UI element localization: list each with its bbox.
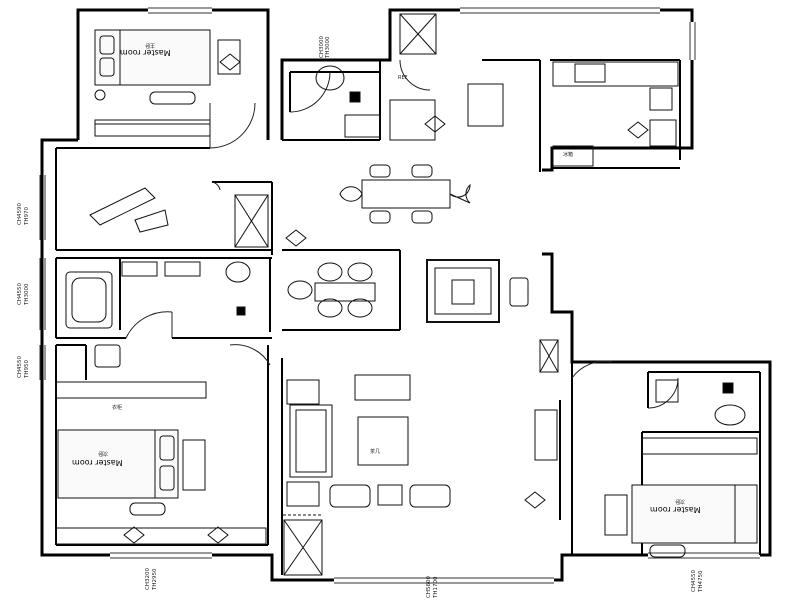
study-desk	[89, 187, 269, 248]
dim-child-2: TH950	[24, 360, 30, 378]
dim-child-1: CH4550	[17, 356, 23, 378]
master-top-bed	[94, 29, 241, 105]
room-label-master-left: Master room	[72, 458, 123, 467]
room-sublabel-master-top: 主卧	[145, 42, 156, 48]
left-bottom-bed	[55, 344, 267, 545]
dim-bottom-right-1: CH4550	[691, 570, 697, 592]
dim-study-2: TH970	[24, 207, 30, 225]
windows	[39, 7, 760, 584]
exterior-walls	[40, 8, 772, 582]
dining-table	[339, 83, 504, 224]
door-swings	[125, 59, 679, 409]
left-bathroom	[65, 261, 251, 329]
dim-bottom-left-1: CH3200	[145, 568, 151, 590]
room-label-master-top: Master room	[120, 48, 171, 57]
fridge-label: 冰箱	[563, 152, 574, 158]
tea-area	[287, 259, 529, 323]
plant-icons	[123, 53, 649, 544]
ref-tag: REF	[398, 75, 408, 81]
master-top-wardrobe	[94, 119, 211, 137]
dim-bottom-right-2: TH4750	[698, 570, 704, 593]
kitchen	[389, 13, 679, 167]
dim-bath-1: CH4550	[17, 283, 23, 305]
table-tag: 茶几	[370, 449, 381, 455]
right-bottom-room	[539, 339, 758, 558]
dim-bottom-mid-2: TH1700	[433, 576, 439, 599]
dim-bottom-mid-1: CH5600	[426, 576, 432, 598]
living-room	[283, 374, 558, 576]
dim-bath-2: TH3000	[24, 283, 30, 306]
dim-study-1: CH4590	[17, 203, 23, 225]
room-label-master-right: Master room	[650, 505, 701, 514]
room-sublabel-master-left: 次卧	[98, 450, 109, 456]
dim-bottom-left-2: TH2950	[152, 568, 158, 591]
wardrobe-label: 衣柜	[112, 405, 123, 411]
dim-top-bath-2: TH3000	[325, 36, 331, 59]
top-bathroom	[315, 65, 381, 138]
room-sublabel-master-right: 次卧	[675, 498, 686, 504]
